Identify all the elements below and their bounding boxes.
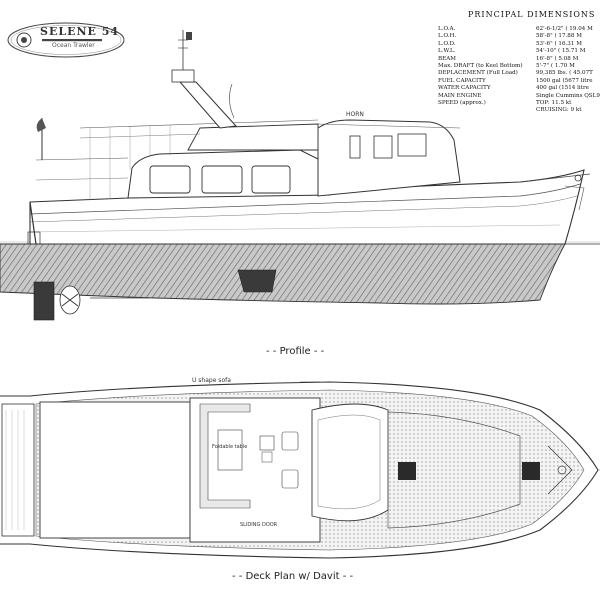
dim-label: BEAM	[438, 55, 456, 62]
sofa-label: U shape sofa	[192, 377, 231, 384]
dim-label: WATER CAPACITY	[438, 85, 491, 92]
logo-emblem	[7, 22, 125, 58]
u-sofa	[199, 403, 251, 509]
saloon-window-2	[201, 165, 243, 194]
fwd-hatch-1	[398, 462, 416, 480]
dim-value: 62'-6-1/2" ( 19.04 M	[536, 26, 593, 32]
profile-caption: - - Profile - -	[266, 346, 325, 357]
dim-label: MAIN ENGINE	[438, 92, 482, 99]
dim-label: L.O.A.	[438, 26, 456, 32]
deck-plan-caption: - - Deck Plan w/ Davit - -	[232, 571, 354, 582]
dim-row: L.O.A. 62'-6-1/2" ( 19.04 M	[438, 26, 600, 33]
dim-value: TOP: 11.5 kt	[536, 99, 572, 106]
dim-row: Max. DRAFT (to Keel Bottom) 5'-7" ( 1.70 …	[438, 63, 600, 70]
dim-row: WATER CAPACITY 400 gal (1514 litre	[438, 85, 600, 92]
dimensions-title: PRINCIPAL DIMENSIONS	[468, 10, 596, 19]
dim-label: L.W.L.	[438, 48, 456, 55]
table-label: Foldable table	[212, 444, 248, 450]
mast	[178, 81, 238, 129]
propeller	[59, 285, 81, 315]
dim-row: MAIN ENGINE Single Cummins QSL9	[438, 93, 600, 100]
rudder	[33, 281, 55, 321]
dim-label: SPEED (approx.)	[438, 99, 486, 106]
foldable-table	[217, 429, 243, 471]
door-label: SLIDING DOOR	[240, 522, 278, 528]
dim-row: FUEL CAPACITY 1500 gal (5677 litre	[438, 78, 600, 85]
dim-label: Max. DRAFT (to Keel Bottom)	[438, 62, 523, 69]
dim-label: L.O.D.	[438, 40, 456, 47]
saloon-window-3	[251, 165, 291, 194]
dim-value: 16'-8" ( 5.08 M	[536, 55, 579, 62]
dim-value: 5'-7" ( 1.70 M	[536, 62, 575, 69]
dim-row: BEAM 16'-8" ( 5.08 M	[438, 56, 600, 63]
dim-row: SPEED (approx.) TOP: 11.5 kt	[438, 100, 600, 107]
dim-value: 1500 gal (5677 litre	[536, 77, 593, 84]
dim-value: 58'-8" ( 17.88 M	[536, 33, 582, 40]
dim-row: CRUISING: 9 kt	[438, 107, 600, 114]
dim-row: L.W.L. 54'-10" ( 15.71 M	[438, 48, 600, 55]
keel	[237, 269, 277, 293]
dim-label: DEPLACEMENT (Full Load)	[438, 70, 518, 77]
dim-label: L.O.H.	[438, 33, 457, 40]
logo-title: SELENE 54	[40, 25, 120, 38]
dim-label: FUEL CAPACITY	[438, 77, 486, 84]
dim-value: CRUISING: 9 kt	[536, 107, 582, 114]
dim-value: 400 gal (1514 litre	[536, 85, 589, 92]
dim-row: L.O.H. 58'-8" ( 17.88 M	[438, 33, 600, 40]
horn-label: HORN	[346, 111, 364, 118]
underwater-hull	[0, 243, 566, 305]
saloon-window-1	[149, 165, 191, 194]
dim-row: DEPLACEMENT (Full Load) 99,385 lbs. ( 45.…	[438, 70, 600, 77]
salon-area	[189, 397, 321, 543]
logo-subtitle: Ocean Trawler	[52, 42, 95, 49]
dim-value: Single Cummins QSL9	[536, 92, 600, 99]
dim-value: 53'-6" ( 16.31 M	[536, 40, 582, 47]
dimensions-table: L.O.A. 62'-6-1/2" ( 19.04 M L.O.H. 58'-8" …	[438, 26, 600, 115]
dim-value: 99,385 lbs. ( 45.07T	[536, 70, 593, 77]
fwd-hatch-2	[522, 462, 540, 480]
dim-value: 54'-10" ( 15.71 M	[536, 48, 586, 55]
flybridge	[187, 123, 319, 151]
dim-row: L.O.D. 53'-6" ( 16.31 M	[438, 41, 600, 48]
aft-deck	[39, 401, 191, 539]
pilothouse-roof	[311, 403, 389, 522]
